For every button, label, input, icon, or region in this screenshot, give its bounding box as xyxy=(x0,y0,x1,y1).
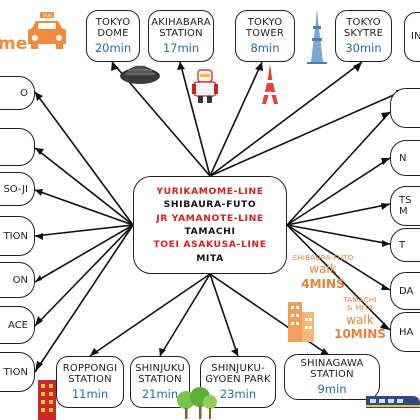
trees-icon xyxy=(177,387,217,419)
walk-note-shibaura-futo: SHIBAURA-FUTO walk 4MINS xyxy=(292,254,354,291)
right-box-3: TS M xyxy=(390,186,420,226)
akihabara-station-box: AKIHABARA STATION 17min xyxy=(148,10,214,62)
right-box-6: HA xyxy=(390,312,420,352)
shinjuku-station-box: SHINJUKU STATION 21min xyxy=(130,356,190,408)
left-box-2 xyxy=(0,128,35,166)
skytree-icon xyxy=(307,8,327,64)
left-box-4: TION xyxy=(0,216,35,256)
roppongi-station-box: ROPPONGI STATION 11min xyxy=(56,356,124,408)
left-box-3: SO-JI xyxy=(0,172,35,206)
left-box-7: TION xyxy=(0,352,35,392)
roppongi-building-icon xyxy=(38,380,56,420)
taxi-icon: TAXI xyxy=(28,12,66,49)
right-box-1 xyxy=(390,88,420,128)
left-box-6: ACE xyxy=(0,306,35,344)
right-box-5: DA xyxy=(390,272,420,310)
left-box-5: ON xyxy=(0,262,35,298)
hub-station-box: YURIKAMOME-LINE SHIBAURA-FUTO JR YAMANOT… xyxy=(133,176,287,274)
train-icon xyxy=(366,396,420,408)
right-box-4: T xyxy=(390,228,420,262)
right-box-2: N xyxy=(390,140,420,176)
left-box-1: O xyxy=(0,76,35,110)
tokyo-skytree-box: TOKYO SKYTRE 30min xyxy=(335,10,392,62)
akihabara-mascot-icon xyxy=(192,69,218,103)
tokyo-tower-icon xyxy=(262,64,278,104)
top-right-partial-box: IN xyxy=(404,12,420,62)
tokyo-tower-box: TOKYO TOWER 8min xyxy=(235,10,295,62)
stadium-icon xyxy=(120,65,160,84)
tokyo-dome-box: TOKYO DOME 20min xyxy=(86,10,140,62)
shinagawa-station-box: SHINAGAWA STATION 9min xyxy=(284,354,380,400)
svg-text:TAXI: TAXI xyxy=(41,13,52,19)
walk-note-tamachi-mita: TAMACHI & MITA walk 10MINS xyxy=(334,296,386,342)
brand-text-fragment: me xyxy=(0,34,28,54)
office-buildings-icon xyxy=(288,302,314,342)
